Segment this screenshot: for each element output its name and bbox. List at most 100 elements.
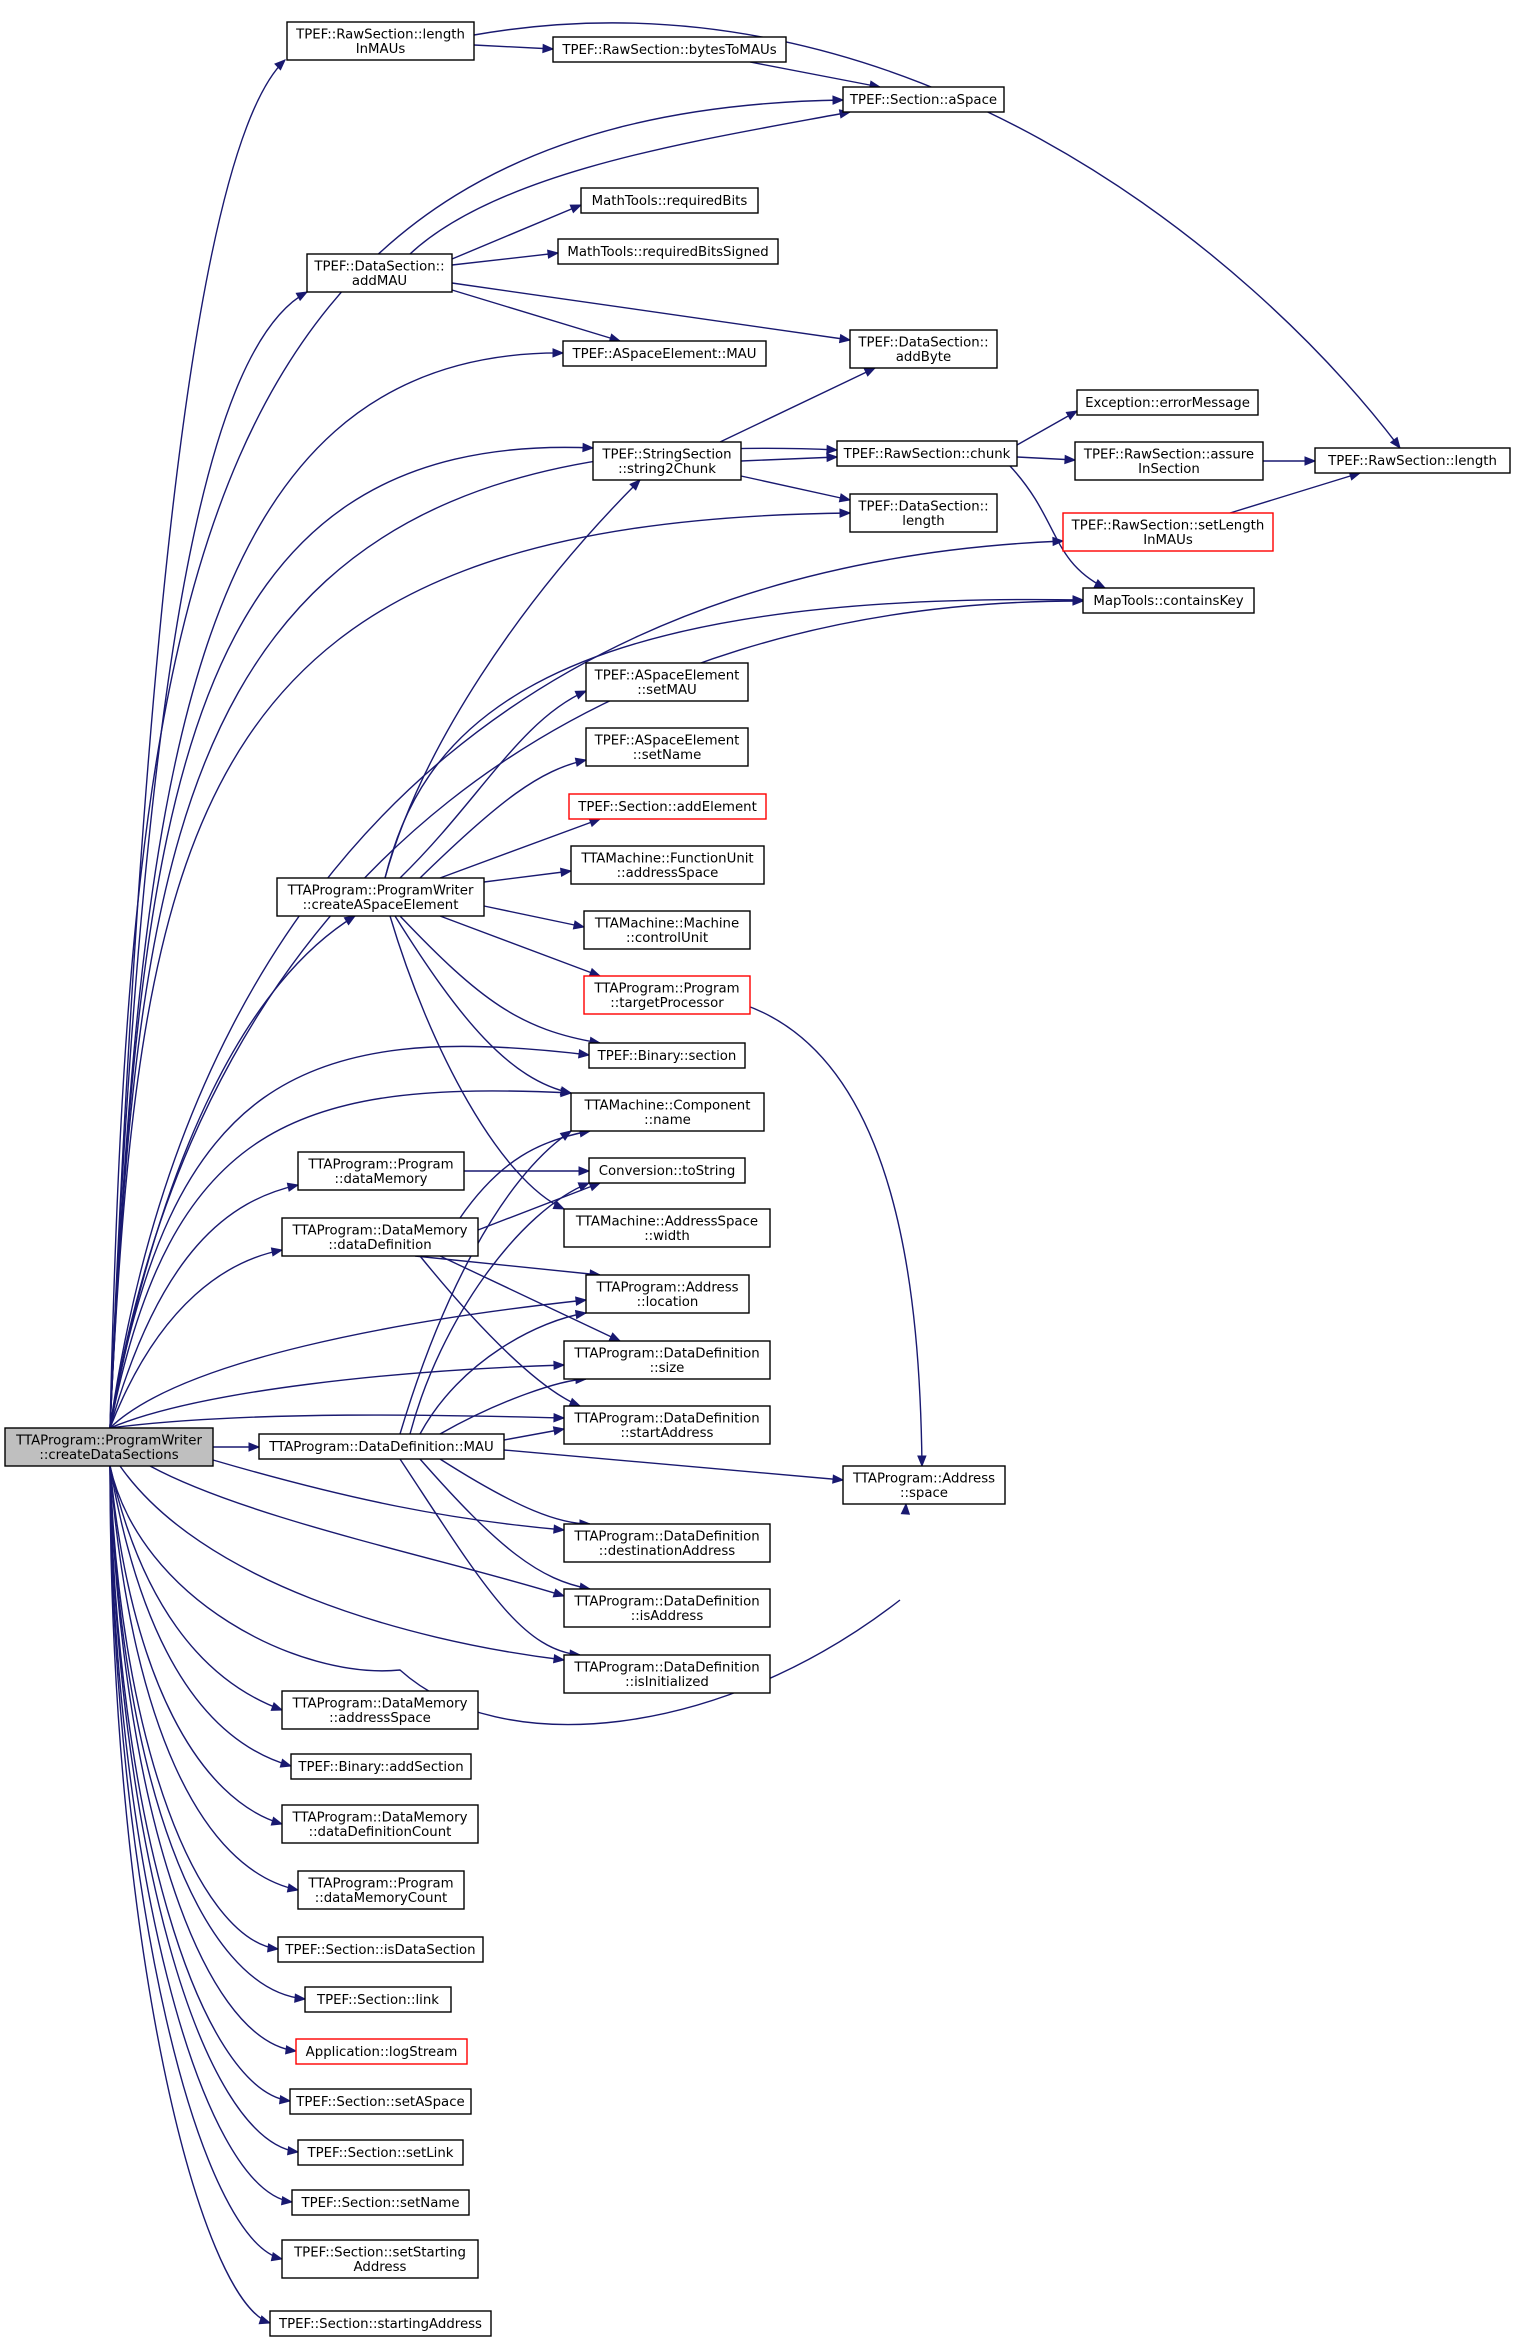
- node-label: TTAProgram::Address: [595, 1280, 738, 1295]
- graph-node-mt-containsKey[interactable]: MapTools::containsKey: [1082, 587, 1255, 614]
- graph-node-ss-string2Chunk[interactable]: TPEF::StringSection::string2Chunk: [592, 441, 742, 481]
- node-box: [306, 253, 453, 293]
- edge-arrowhead: [863, 367, 877, 377]
- edge-arrowhead: [572, 920, 586, 930]
- node-label: TPEF::DataSection::: [857, 335, 988, 350]
- graph-node-ex-errorMessage[interactable]: Exception::errorMessage: [1076, 389, 1259, 416]
- node-label: TPEF::DataSection::: [857, 499, 988, 514]
- edge-ss-string2Chunk-to-rs-chunk: [740, 452, 839, 463]
- edge-pw-createASpaceElement-to-comp-name: [394, 915, 573, 1096]
- graph-node-sec-startingAddress[interactable]: TPEF::Section::startingAddress: [269, 2310, 492, 2337]
- graph-node-rs-bytesToMAUs[interactable]: TPEF::RawSection::bytesToMAUs: [552, 36, 787, 63]
- node-box: [585, 662, 749, 702]
- graph-node-sec-isDataSection[interactable]: TPEF::Section::isDataSection: [277, 1936, 484, 1963]
- edge-line: [212, 1459, 565, 1531]
- node-box: [592, 441, 742, 481]
- node-label: TTAMachine::Component: [584, 1098, 751, 1113]
- edge-arrowhead: [578, 1049, 591, 1059]
- node-label: MathTools::requiredBitsSigned: [567, 245, 768, 260]
- graph-node-sec-setLink[interactable]: TPEF::Section::setLink: [297, 2139, 464, 2166]
- edge-line: [740, 475, 851, 501]
- graph-node-ase-setMAU[interactable]: TPEF::ASpaceElement::setMAU: [585, 662, 749, 702]
- graph-node-sec-setName[interactable]: TPEF::Section::setName: [291, 2189, 470, 2216]
- graph-node-dd-isAddress[interactable]: TTAProgram::DataDefinition::isAddress: [563, 1588, 771, 1628]
- graph-node-bin-addSection[interactable]: TPEF::Binary::addSection: [290, 1753, 472, 1780]
- node-box: [297, 2139, 464, 2166]
- graph-node-dd-startAddress[interactable]: TTAProgram::DataDefinition::startAddress: [563, 1405, 771, 1445]
- edge-arrowhead: [279, 2095, 292, 2105]
- node-box: [1082, 587, 1255, 614]
- edge-ds-addMAU-to-ds-addByte: [451, 282, 852, 344]
- edge-line: [109, 1184, 299, 1429]
- node-label: ::isAddress: [631, 1609, 704, 1624]
- edge-line: [740, 456, 838, 462]
- graph-node-ase-setName[interactable]: TPEF::ASpaceElement::setName: [585, 727, 749, 767]
- graph-node-dd-destinationAddress[interactable]: TTAProgram::DataDefinition::destinationA…: [563, 1523, 771, 1563]
- graph-node-ds-length[interactable]: TPEF::DataSection::length: [849, 493, 998, 533]
- edge-arrowhead: [568, 1397, 582, 1407]
- graph-node-dd-size[interactable]: TTAProgram::DataDefinition::size: [563, 1340, 771, 1380]
- graph-node-dm-dataDefinition[interactable]: TTAProgram::DataMemory::dataDefinition: [281, 1217, 479, 1257]
- graph-node-m-controlUnit[interactable]: TTAMachine::Machine::controlUnit: [583, 910, 751, 950]
- node-label: InSection: [1138, 462, 1200, 477]
- graph-node-bin-section[interactable]: TPEF::Binary::section: [588, 1042, 746, 1069]
- node-box: [291, 2189, 470, 2216]
- graph-node-pw-createASpaceElement[interactable]: TTAProgram::ProgramWriter::createASpaceE…: [276, 877, 485, 917]
- graph-node-mt-requiredBitsSigned[interactable]: MathTools::requiredBitsSigned: [557, 238, 779, 265]
- node-box: [583, 975, 751, 1015]
- edge-pw-createASpaceElement-to-fu-addressSpace: [483, 867, 573, 883]
- graph-node-ase-MAU[interactable]: TPEF::ASpaceElement::MAU: [562, 340, 767, 367]
- graph-node-mt-requiredBits[interactable]: MathTools::requiredBits: [580, 187, 759, 214]
- graph-node-addr-location[interactable]: TTAProgram::Address::location: [585, 1274, 750, 1314]
- graph-node-sec-aSpace[interactable]: TPEF::Section::aSpace: [842, 86, 1005, 113]
- node-box: [4, 1427, 214, 1467]
- graph-node-p-targetProcessor[interactable]: TTAProgram::Program::targetProcessor: [583, 975, 751, 1015]
- node-box: [281, 2239, 479, 2279]
- edge-line: [439, 1458, 591, 1525]
- node-label: ::destinationAddress: [599, 1544, 735, 1559]
- graph-node-as-width[interactable]: TTAMachine::AddressSpace::width: [563, 1208, 771, 1248]
- graph-node-conv-toString[interactable]: Conversion::toString: [588, 1157, 746, 1184]
- edge-line: [503, 1449, 844, 1481]
- node-box: [297, 1151, 465, 1191]
- graph-node-root[interactable]: TTAProgram::ProgramWriter::createDataSec…: [4, 1427, 214, 1467]
- edge-line: [109, 1299, 587, 1429]
- graph-node-dd-MAU[interactable]: TTAProgram::DataDefinition::MAU: [258, 1433, 505, 1460]
- graph-node-addr-space[interactable]: TTAProgram::Address::space: [842, 1465, 1006, 1505]
- graph-node-sec-addElement[interactable]: TPEF::Section::addElement: [568, 793, 767, 820]
- edge-arrowhead: [552, 348, 565, 358]
- edge-line: [1009, 465, 1106, 589]
- edge-arrowhead: [553, 1524, 566, 1534]
- graph-node-p-dataMemory[interactable]: TTAProgram::Program::dataMemory: [297, 1151, 465, 1191]
- edge-line: [473, 44, 554, 50]
- node-box: [1076, 389, 1259, 416]
- graph-node-ds-addByte[interactable]: TPEF::DataSection::addByte: [849, 329, 998, 369]
- node-label: ::isInitialized: [625, 1675, 709, 1690]
- edge-arrowhead: [838, 493, 852, 503]
- graph-node-sec-setASpace[interactable]: TPEF::Section::setASpace: [289, 2088, 472, 2115]
- edge-root-to-dd-isAddress: [149, 1465, 566, 1598]
- graph-node-rs-length[interactable]: TPEF::RawSection::length: [1314, 447, 1511, 474]
- node-box: [563, 1523, 771, 1563]
- node-label: TTAMachine::FunctionUnit: [580, 851, 753, 866]
- node-box: [842, 1465, 1006, 1505]
- graph-node-rs-chunk[interactable]: TPEF::RawSection::chunk: [836, 440, 1018, 467]
- graph-node-sec-link[interactable]: TPEF::Section::link: [304, 1986, 452, 2013]
- edge-arrowhead: [258, 2315, 272, 2325]
- graph-node-dd-isInitialized[interactable]: TTAProgram::DataDefinition::isInitialize…: [563, 1654, 771, 1694]
- edge-root-to-ds-addMAU: [109, 291, 309, 1429]
- graph-node-fu-addressSpace[interactable]: TTAMachine::FunctionUnit::addressSpace: [570, 845, 765, 885]
- node-label: ::startAddress: [621, 1426, 714, 1441]
- edge-line: [109, 600, 1084, 1429]
- graph-node-dm-dataDefinitionCount[interactable]: TTAProgram::DataMemory::dataDefinitionCo…: [281, 1804, 479, 1844]
- graph-node-p-dataMemoryCount[interactable]: TTAProgram::Program::dataMemoryCount: [297, 1870, 465, 1910]
- edge-arrowhead: [294, 1993, 307, 2003]
- graph-node-comp-name[interactable]: TTAMachine::Component::name: [570, 1092, 765, 1132]
- graph-node-app-logStream[interactable]: Application::logStream: [295, 2038, 468, 2065]
- graph-node-ds-addMAU[interactable]: TPEF::DataSection::addMAU: [306, 253, 453, 293]
- graph-node-dm-addressSpace[interactable]: TTAProgram::DataMemory::addressSpace: [281, 1690, 479, 1730]
